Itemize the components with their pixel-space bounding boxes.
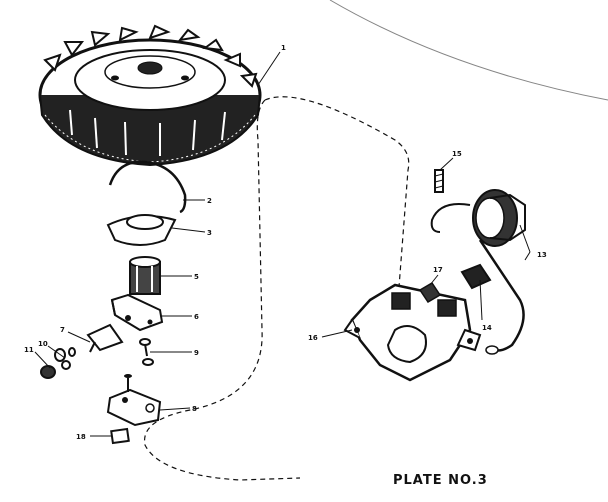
callout-5: 5	[194, 273, 199, 281]
callout-13: 13	[537, 251, 547, 259]
screw-part-15	[434, 169, 444, 193]
callout-14: 14	[482, 324, 492, 332]
callout-15: 15	[452, 150, 462, 158]
callout-6: 6	[194, 313, 199, 321]
screws-part	[139, 338, 154, 366]
stator-base-part	[343, 283, 482, 382]
callout-8: 8	[192, 405, 197, 413]
key-part	[110, 427, 130, 445]
callout-3: 3	[207, 229, 212, 237]
coil-part	[430, 189, 526, 355]
lever-part	[86, 323, 124, 353]
callout-7: 7	[60, 326, 65, 334]
callout-9: 9	[194, 349, 199, 357]
flywheel-part	[38, 24, 262, 167]
callout-2: 2	[207, 197, 212, 205]
assembly-dashed-line-right	[264, 96, 410, 301]
plate-title: PLATE NO.3	[393, 473, 488, 488]
leader-lines	[34, 51, 531, 437]
brake-shoe-part	[106, 214, 177, 246]
bushing-part	[129, 256, 161, 295]
insert-part	[418, 281, 442, 304]
bracket-part	[110, 293, 164, 332]
plate-part	[106, 374, 162, 427]
callout-10: 10	[38, 340, 48, 348]
callout-11: 11	[24, 346, 34, 354]
callout-1: 1	[281, 44, 286, 52]
clip-part	[460, 263, 492, 290]
spring-clip-part	[108, 160, 187, 214]
callout-labels: 1 2 3 5 6 7 8 9 10 11 13 14 15 16 17 18	[24, 44, 547, 441]
callout-16: 16	[308, 334, 318, 342]
assembly-dashed-line	[143, 99, 301, 481]
callout-18: 18	[76, 433, 86, 441]
callout-17: 17	[433, 266, 443, 274]
